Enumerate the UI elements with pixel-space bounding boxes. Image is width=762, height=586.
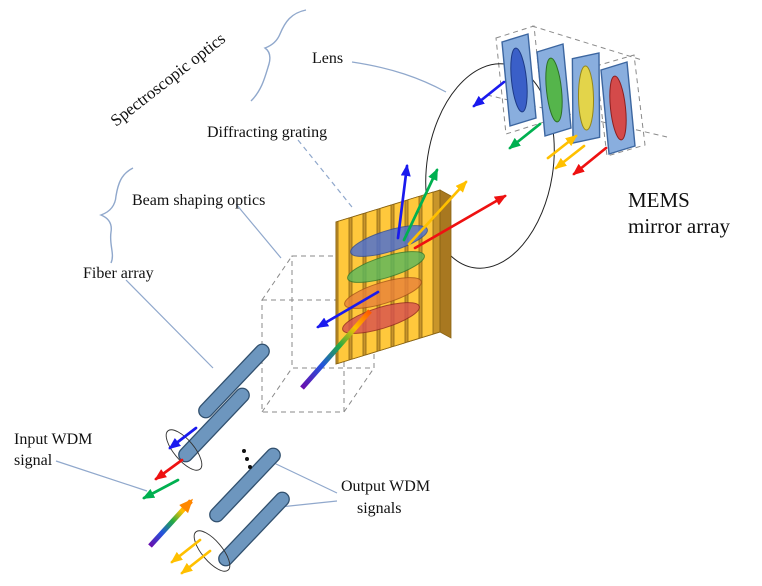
beam-blue-to-fiber (316, 290, 380, 329)
grating-slat (421, 191, 434, 339)
output-wdm-leader-lines (273, 462, 338, 508)
grating-side-face (439, 189, 452, 339)
label-output-wdm-line2: signals (357, 500, 401, 517)
fiber-rod (218, 491, 290, 567)
dispersion-spot-red (342, 302, 420, 334)
beam-shaping-brace (99, 167, 134, 264)
label-mems-line2: mirror array (628, 214, 731, 238)
dispersion-spot-green (347, 251, 425, 283)
lens-leader-line (351, 61, 447, 93)
spectroscopic-brace (250, 9, 307, 102)
grating-slat (351, 213, 364, 360)
diffraction-grating (335, 189, 452, 365)
label-output-wdm-line1: Output WDM (341, 478, 430, 495)
mirror-facet-green (545, 57, 563, 123)
mirror-facet-blue (510, 47, 528, 113)
label-input-wdm-line2: signal (14, 452, 53, 469)
beam-blue-to-lens (396, 164, 411, 240)
label-diffracting-grating: Diffracting grating (207, 124, 327, 141)
label-lens: Lens (312, 50, 343, 67)
mirror-facet-red (609, 75, 627, 141)
fiber-rotation-arc (193, 530, 231, 572)
mirror-facet-yellow (577, 65, 595, 131)
beam-yellow-at-mirror (546, 134, 578, 160)
label-input-wdm-line1: Input WDM (14, 431, 92, 448)
mems-mirror-array-graphic (501, 33, 636, 155)
beam-yellow-output (170, 538, 202, 564)
fiber-rotation-arc (165, 429, 203, 471)
beam-blue-output (168, 426, 198, 450)
label-spectroscopic-optics: Spectroscopic optics (107, 29, 229, 130)
label-mems-line1: MEMS (628, 188, 690, 212)
fiber-array-graphic (165, 343, 290, 572)
beam-red-to-lens (413, 194, 507, 250)
mems-mirror (536, 43, 572, 137)
beam-green-at-mirror (508, 122, 542, 150)
fiber-ellipsis-dots (242, 449, 252, 469)
label-beam-shaping-optics: Beam shaping optics (132, 192, 265, 209)
beam-shaping-leader-line (235, 203, 282, 259)
beam-blue-at-mirror (472, 80, 506, 108)
beam-red-at-mirror (572, 146, 608, 176)
beam-yellow-output (180, 549, 212, 575)
rainbow-grating-beam (300, 309, 372, 390)
beam-green-output (142, 478, 180, 500)
beam-yellow-at-mirror (554, 144, 586, 170)
fiber-array-leader-line (125, 279, 214, 369)
label-fiber-array: Fiber array (83, 265, 154, 282)
fiber-rod (198, 343, 270, 419)
mems-mirror (600, 61, 636, 155)
mems-mirror (571, 52, 601, 144)
beam-yellow-to-lens (407, 180, 468, 246)
fiber-rod (209, 447, 281, 523)
mems-mirror (501, 33, 537, 127)
grating-leader-line (297, 139, 353, 208)
rainbow-input-beam (148, 498, 194, 548)
beam-red-output (154, 458, 184, 481)
beam-green-to-lens (402, 168, 439, 242)
input-wdm-leader-line (55, 460, 148, 492)
